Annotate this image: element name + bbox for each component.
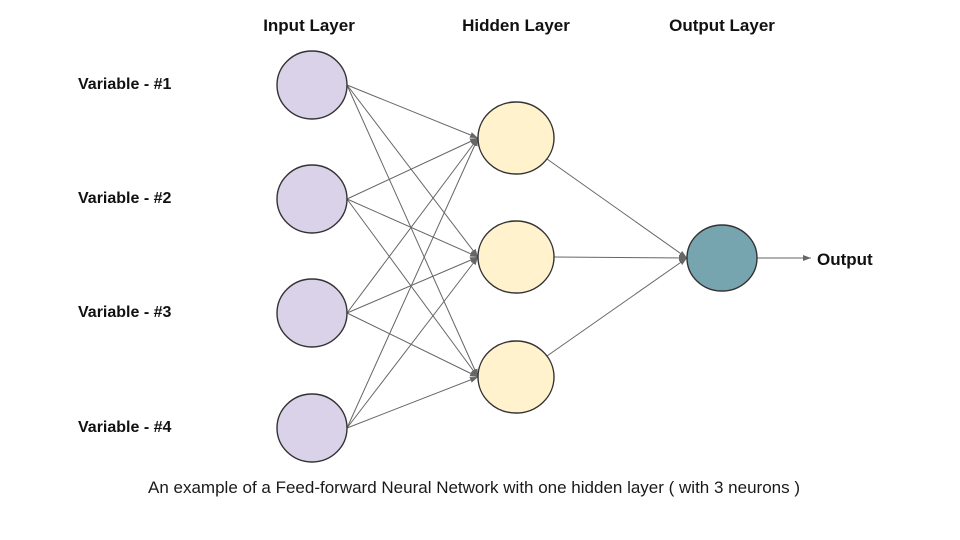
- hidden-node-2: [477, 220, 555, 294]
- edge-i2-h3: [346, 198, 479, 378]
- variable-label-1: Variable - #1: [78, 76, 172, 93]
- input-layer-nodes: [276, 50, 348, 463]
- input-node-3: [276, 278, 348, 348]
- output-layer-title: Output Layer: [669, 16, 775, 35]
- edges-hidden-to-output: [546, 158, 688, 357]
- edges-input-to-hidden: [346, 84, 479, 429]
- edge-i2-h1: [346, 137, 479, 200]
- edge-h3-o: [546, 257, 688, 357]
- edge-h2-o: [553, 254, 688, 261]
- input-node-4: [276, 393, 348, 463]
- edge-i3-h3: [346, 312, 479, 378]
- hidden-layer-nodes: [477, 101, 555, 414]
- variable-label-3: Variable - #3: [78, 304, 172, 321]
- hidden-node-3: [477, 340, 555, 414]
- edge-i4-h1: [346, 137, 479, 429]
- hidden-layer-title: Hidden Layer: [462, 16, 570, 35]
- edge-i3-h2: [346, 256, 479, 314]
- edge-i3-h1: [346, 137, 479, 314]
- input-node-1: [276, 50, 348, 120]
- edge-h1-o: [546, 158, 688, 259]
- output-node: [686, 224, 758, 292]
- edge-i4-h2: [346, 256, 479, 429]
- edge-i1-h3: [346, 84, 479, 378]
- edge-i1-h2: [346, 84, 479, 258]
- variable-label-4: Variable - #4: [78, 419, 172, 436]
- diagram-caption: An example of a Feed-forward Neural Netw…: [148, 478, 800, 497]
- edge-i4-h3: [346, 376, 479, 429]
- edge-i1-h1: [346, 84, 479, 139]
- variable-label-2: Variable - #2: [78, 190, 172, 207]
- input-node-2: [276, 164, 348, 234]
- input-layer-title: Input Layer: [263, 16, 355, 35]
- hidden-node-1: [477, 101, 555, 175]
- output-label: Output: [817, 250, 873, 269]
- edge-i2-h2: [346, 198, 479, 258]
